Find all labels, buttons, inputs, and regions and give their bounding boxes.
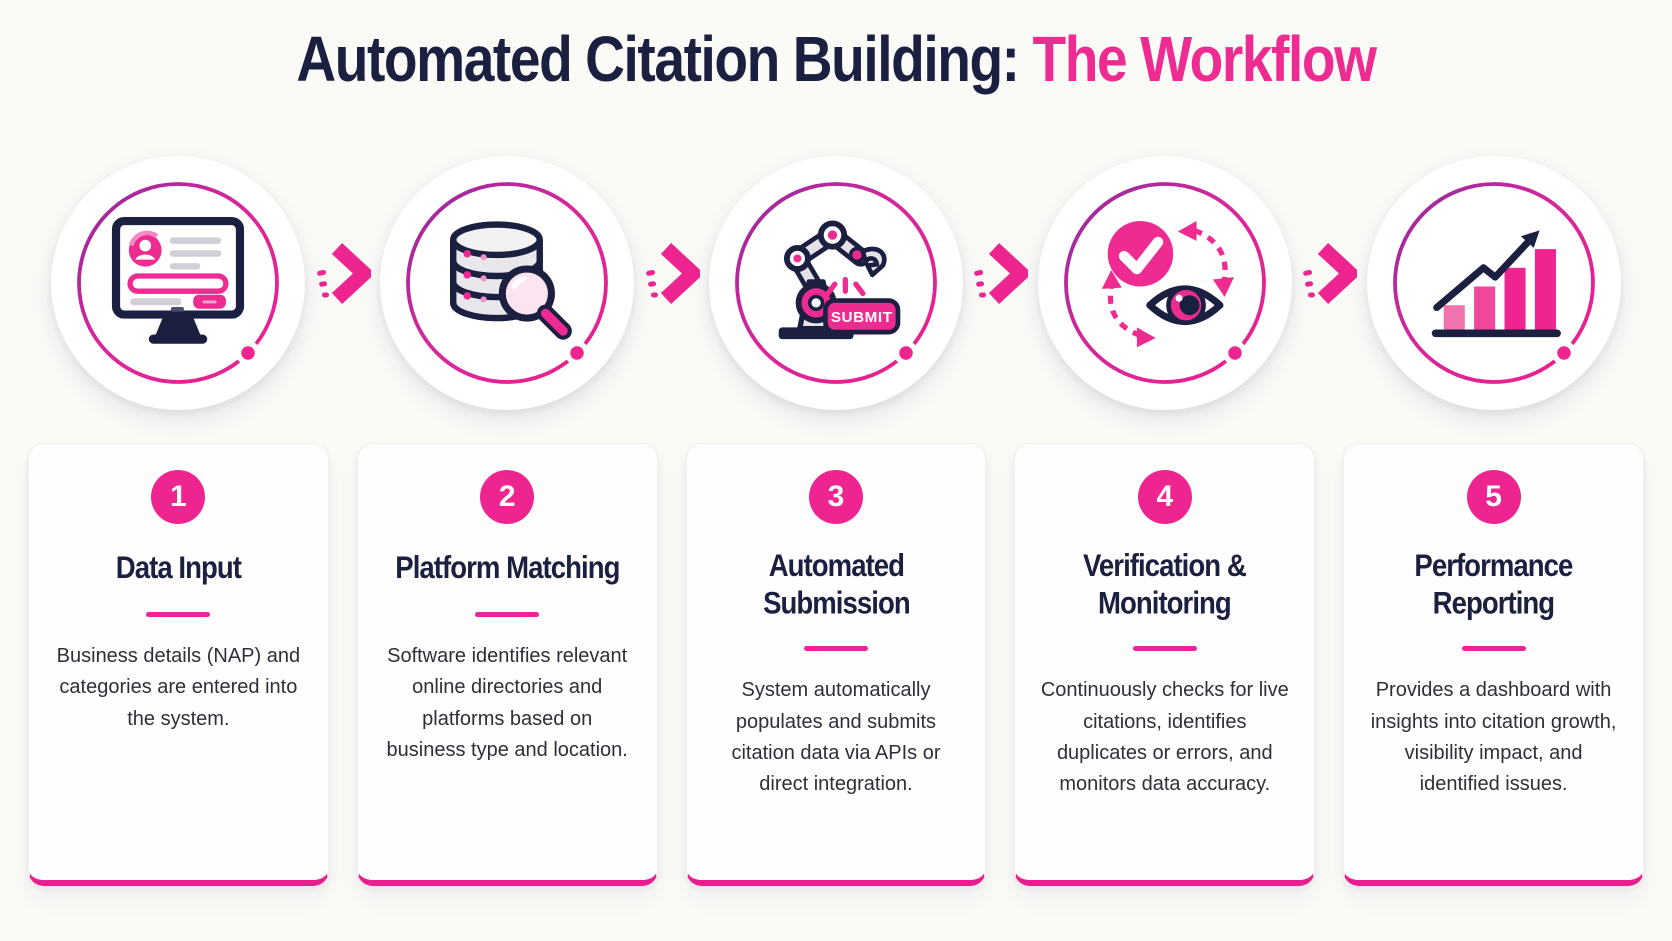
- step-description: Provides a dashboard with insights into …: [1370, 679, 1617, 795]
- step-circle-4: [1014, 149, 1315, 417]
- page-title-accent: The Workflow: [1032, 23, 1378, 96]
- title-divider: [1132, 646, 1197, 652]
- title-divider: [475, 612, 540, 618]
- step-description: Continuously checks for live citations, …: [1040, 679, 1289, 795]
- check-eye-icon: [1101, 221, 1234, 348]
- step-number-badge: 5: [1466, 470, 1521, 524]
- arrow-connector-icon: [1301, 240, 1362, 313]
- header: Automated Citation Building: The Workflo…: [0, 0, 1672, 96]
- title-divider: [146, 612, 211, 618]
- step-number-badge: 4: [1137, 470, 1192, 524]
- gradient-ring: [1063, 182, 1266, 384]
- page-title-main: Automated Citation Building:: [296, 23, 1020, 96]
- workflow-steps-icons: SUBMIT: [0, 149, 1672, 417]
- database-search-icon: [450, 221, 573, 340]
- gradient-ring: [77, 182, 280, 384]
- arrow-connector-icon: [972, 240, 1032, 313]
- step-circle-1: [28, 149, 329, 417]
- robot-arm-icon: SUBMIT: [778, 220, 901, 340]
- submit-button-label: SUBMIT: [831, 309, 893, 326]
- step-title: Verification & Monitoring: [1083, 548, 1247, 622]
- step-5-disc: [1366, 156, 1621, 410]
- step-title: Performance Reporting: [1414, 548, 1574, 622]
- step-number-badge: 3: [808, 470, 863, 524]
- step-4-disc: [1037, 156, 1292, 410]
- step-3-disc: SUBMIT: [708, 156, 963, 410]
- gradient-ring: [735, 182, 937, 384]
- step-card-3: 3 Automated Submission System automatica…: [685, 443, 987, 886]
- workflow-steps-cards: 1 Data Input Business details (NAP) and …: [0, 443, 1672, 886]
- arrow-connector-icon: [315, 240, 375, 313]
- step-card-1: 1 Data Input Business details (NAP) and …: [28, 443, 329, 886]
- step-number-badge: 2: [480, 470, 535, 524]
- step-2-disc: [380, 156, 635, 410]
- page-title: Automated Citation Building: The Workflo…: [42, 23, 1630, 97]
- step-card-4: 4 Verification & Monitoring Continuously…: [1014, 443, 1316, 886]
- step-1-disc: [51, 156, 306, 410]
- step-description: Business details (NAP) and categories ar…: [56, 645, 301, 730]
- step-circle-5: [1343, 149, 1644, 417]
- step-card-2: 2 Platform Matching Software identifies …: [356, 443, 658, 886]
- step-title: Automated Submission: [762, 548, 911, 622]
- gradient-ring: [406, 182, 609, 384]
- step-circle-3: SUBMIT: [686, 149, 987, 417]
- title-divider: [1461, 646, 1526, 652]
- step-card-5: 5 Performance Reporting Provides a dashb…: [1343, 443, 1644, 886]
- bar-chart-growth-icon: [1431, 230, 1561, 338]
- step-title: Platform Matching: [395, 550, 620, 586]
- step-description: System automatically populates and submi…: [731, 679, 941, 795]
- title-divider: [803, 646, 868, 652]
- monitor-form-icon: [112, 216, 245, 344]
- step-title: Data Input: [115, 550, 242, 586]
- arrow-connector-icon: [644, 240, 705, 313]
- gradient-ring: [1392, 182, 1595, 384]
- step-description: Software identifies relevant online dire…: [386, 645, 628, 761]
- step-number-badge: 1: [151, 470, 206, 524]
- step-circle-2: [357, 149, 658, 417]
